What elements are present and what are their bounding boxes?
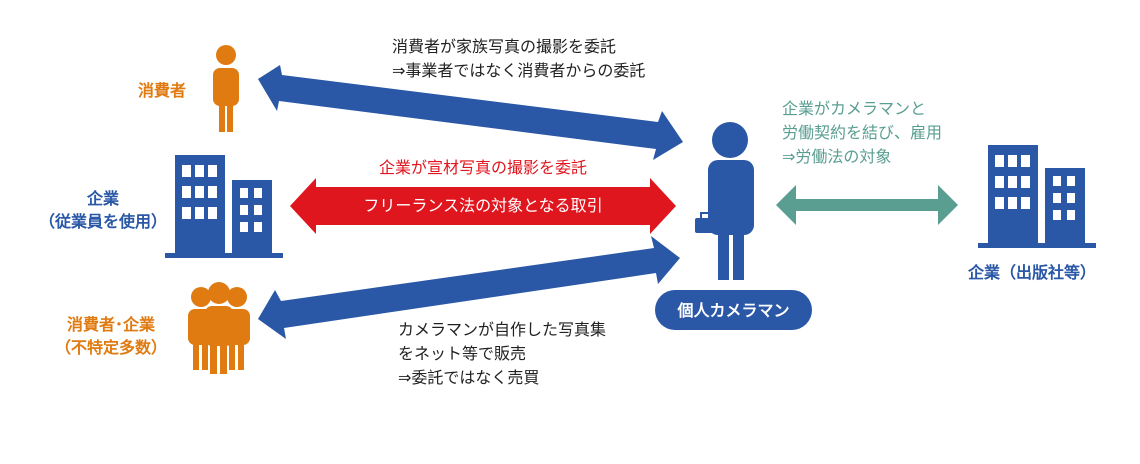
consumer-person-icon [213, 45, 239, 132]
crowd-photographer-arrow [258, 236, 680, 339]
family-photo-text: 消費者が家族写真の撮影を委託 ⇒事業者ではなく消費者からの委託 [392, 35, 645, 83]
photographer-label-pill [655, 290, 812, 330]
employer-photographer-arrow [290, 178, 676, 234]
publisher-label: 企業（出版社等） [968, 263, 1097, 282]
crowd-people-icon [188, 282, 250, 374]
family-photo-line2: ⇒事業者ではなく消費者からの委託 [392, 61, 646, 80]
photographer-publisher-arrow [776, 185, 958, 225]
ad-photo-title: 企業が宣材写真の撮影を委託 [378, 158, 587, 177]
employer-label-line1: 企業 [86, 189, 119, 208]
freelance-law-text: フリーランス法の対象となる取引 [363, 196, 603, 215]
sale-line2: をネット等で販売 [398, 344, 527, 363]
employment-line1: 企業がカメラマンと [782, 99, 927, 118]
employment-text: 企業がカメラマンと 労働契約を結び、雇用 ⇒労働法の対象 [782, 97, 942, 169]
employer-label-line2: （従業員を使用） [38, 212, 167, 232]
employment-line2: 労働契約を結び、雇用 [782, 123, 943, 142]
photographer-label: 個人カメラマン [677, 301, 790, 320]
employment-line3: ⇒労働法の対象 [782, 147, 892, 166]
sale-line3: ⇒委託ではなく売買 [398, 368, 540, 387]
consumer-company-label-line2: （不特定多数） [54, 338, 167, 358]
family-photo-line1: 消費者が家族写真の撮影を委託 [392, 37, 617, 56]
publisher-building-icon [978, 145, 1096, 248]
consumer-label: 消費者 [138, 81, 187, 100]
consumer-photographer-arrow [258, 65, 683, 160]
sale-line1: カメラマンが自作した写真集 [398, 320, 607, 339]
consumer-company-label-line1: 消費者･企業 [66, 315, 155, 334]
photographer-person-icon [695, 122, 754, 280]
employer-building-icon [165, 155, 283, 258]
employer-label: 企業 （従業員を使用） [38, 187, 168, 233]
consumer-company-label: 消費者･企業 （不特定多数） [46, 313, 176, 359]
sale-text: カメラマンが自作した写真集 をネット等で販売 ⇒委託ではなく売買 [398, 318, 606, 390]
